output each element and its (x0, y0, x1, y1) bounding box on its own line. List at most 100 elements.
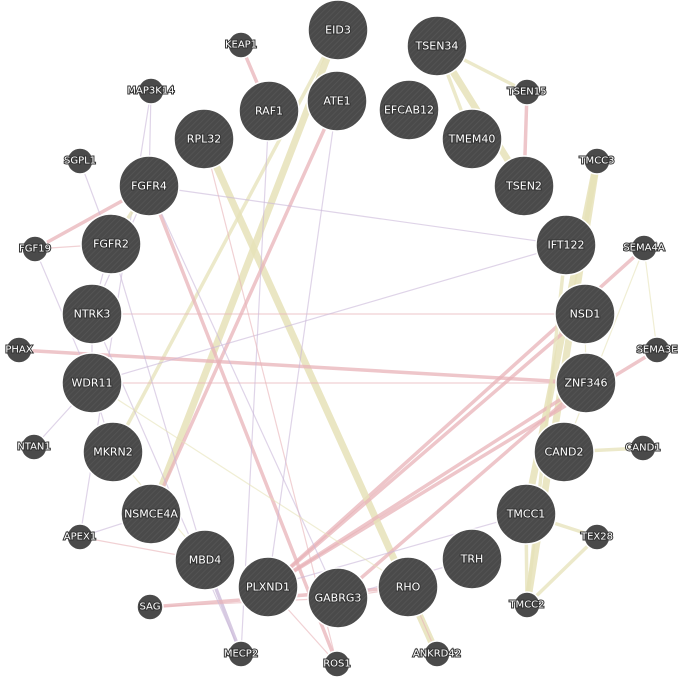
node-mbd4[interactable]: MBD4 (174, 529, 236, 591)
node-circle[interactable] (66, 147, 94, 175)
node-sema3e[interactable]: SEMA3E (636, 336, 678, 364)
node-label: SEMA4A (623, 243, 664, 254)
node-circle[interactable] (493, 155, 555, 217)
node-fgfr4[interactable]: FGFR4 (118, 155, 180, 217)
node-sag[interactable]: SAG (136, 593, 164, 621)
node-circle[interactable] (20, 433, 48, 461)
node-circle[interactable] (174, 529, 236, 591)
node-label: APEX1 (64, 532, 96, 543)
node-circle[interactable] (307, 0, 369, 61)
node-map3k14[interactable]: MAP3K14 (126, 77, 176, 105)
node-nsmce4a[interactable]: NSMCE4A (120, 483, 182, 545)
node-tex28[interactable]: TEX28 (579, 523, 614, 551)
node-sema4a[interactable]: SEMA4A (622, 234, 666, 262)
edge-ift122-wdr11 (91, 244, 567, 384)
node-phax[interactable]: PHAX (4, 336, 34, 364)
node-circle[interactable] (227, 31, 255, 59)
node-rpl32[interactable]: RPL32 (173, 108, 235, 170)
node-circle[interactable] (583, 523, 611, 551)
node-circle[interactable] (323, 650, 351, 678)
edge-znf346-gabrg3 (336, 381, 588, 600)
node-circle[interactable] (535, 214, 597, 276)
node-circle[interactable] (137, 77, 165, 105)
node-circle[interactable] (377, 556, 439, 618)
node-label: CAND2 (545, 446, 584, 459)
node-circle[interactable] (533, 421, 595, 483)
node-circle[interactable] (554, 283, 616, 345)
node-circle[interactable] (583, 147, 611, 175)
node-circle[interactable] (82, 421, 144, 483)
node-ankrd42[interactable]: ANKRD42 (412, 640, 462, 668)
node-circle[interactable] (61, 352, 123, 414)
node-efcab12[interactable]: EFCAB12 (378, 79, 440, 141)
node-circle[interactable] (441, 108, 503, 170)
node-mkrn2[interactable]: MKRN2 (82, 421, 144, 483)
node-wdr11[interactable]: WDR11 (61, 352, 123, 414)
node-ntan1[interactable]: NTAN1 (16, 433, 52, 461)
node-keap1[interactable]: KEAP1 (224, 31, 258, 59)
node-circle[interactable] (495, 483, 557, 545)
node-tmcc1[interactable]: TMCC1 (495, 483, 557, 545)
edge-wdr11-rho (91, 382, 409, 588)
node-label: RHO (396, 581, 421, 594)
edge-sema4a-sema3e (643, 247, 658, 351)
node-sgpl1[interactable]: SGPL1 (63, 147, 97, 175)
node-circle[interactable] (643, 336, 671, 364)
edge-ate1-plxnd1 (267, 100, 338, 588)
node-circle[interactable] (555, 352, 617, 414)
node-circle[interactable] (423, 640, 451, 668)
node-fgf19[interactable]: FGF19 (18, 235, 52, 263)
node-nsd1[interactable]: NSD1 (554, 283, 616, 345)
node-circle[interactable] (629, 434, 657, 462)
node-gabrg3[interactable]: GABRG3 (307, 567, 369, 629)
node-mecp2[interactable]: MECP2 (223, 640, 259, 668)
node-circle[interactable] (227, 640, 255, 668)
node-rho[interactable]: RHO (377, 556, 439, 618)
node-cand1[interactable]: CAND1 (624, 434, 662, 462)
edge-znf346-plxnd1 (266, 381, 588, 589)
node-apex1[interactable]: APEX1 (63, 523, 97, 551)
node-plxnd1[interactable]: PLXND1 (237, 556, 299, 618)
node-circle[interactable] (630, 234, 658, 262)
node-circle[interactable] (441, 528, 503, 590)
node-circle[interactable] (5, 336, 33, 364)
node-circle[interactable] (118, 155, 180, 217)
node-raf1[interactable]: RAF1 (238, 80, 300, 142)
node-eid3[interactable]: EID3 (307, 0, 369, 61)
node-label: NTAN1 (17, 442, 51, 453)
node-label: FGFR2 (93, 238, 129, 251)
node-tmcc3[interactable]: TMCC3 (577, 147, 616, 175)
node-ate1[interactable]: ATE1 (306, 70, 368, 132)
node-circle[interactable] (120, 483, 182, 545)
node-circle[interactable] (513, 591, 541, 619)
node-circle[interactable] (21, 235, 49, 263)
node-circle[interactable] (66, 523, 94, 551)
node-label: TMCC3 (578, 156, 614, 167)
node-circle[interactable] (513, 78, 541, 106)
node-znf346[interactable]: ZNF346 (555, 352, 617, 414)
node-circle[interactable] (307, 567, 369, 629)
node-cand2[interactable]: CAND2 (533, 421, 595, 483)
node-circle[interactable] (378, 79, 440, 141)
node-circle[interactable] (237, 556, 299, 618)
node-tsen2[interactable]: TSEN2 (493, 155, 555, 217)
node-circle[interactable] (80, 213, 142, 275)
node-tmem40[interactable]: TMEM40 (441, 108, 503, 170)
node-ift122[interactable]: IFT122 (535, 214, 597, 276)
node-fgfr2[interactable]: FGFR2 (80, 213, 142, 275)
edge-eid3-mkrn2 (111, 28, 340, 454)
node-circle[interactable] (173, 108, 235, 170)
node-tmcc2[interactable]: TMCC2 (507, 591, 546, 619)
node-label: SAG (140, 602, 161, 613)
node-circle[interactable] (406, 15, 468, 77)
node-circle[interactable] (136, 593, 164, 621)
node-circle[interactable] (61, 283, 123, 345)
node-trh[interactable]: TRH (441, 528, 503, 590)
node-ros1[interactable]: ROS1 (322, 650, 352, 678)
node-ntrk3[interactable]: NTRK3 (61, 283, 123, 345)
node-circle[interactable] (306, 70, 368, 132)
node-circle[interactable] (238, 80, 300, 142)
node-tsen34[interactable]: TSEN34 (406, 15, 468, 77)
node-tsen15[interactable]: TSEN15 (506, 78, 547, 106)
